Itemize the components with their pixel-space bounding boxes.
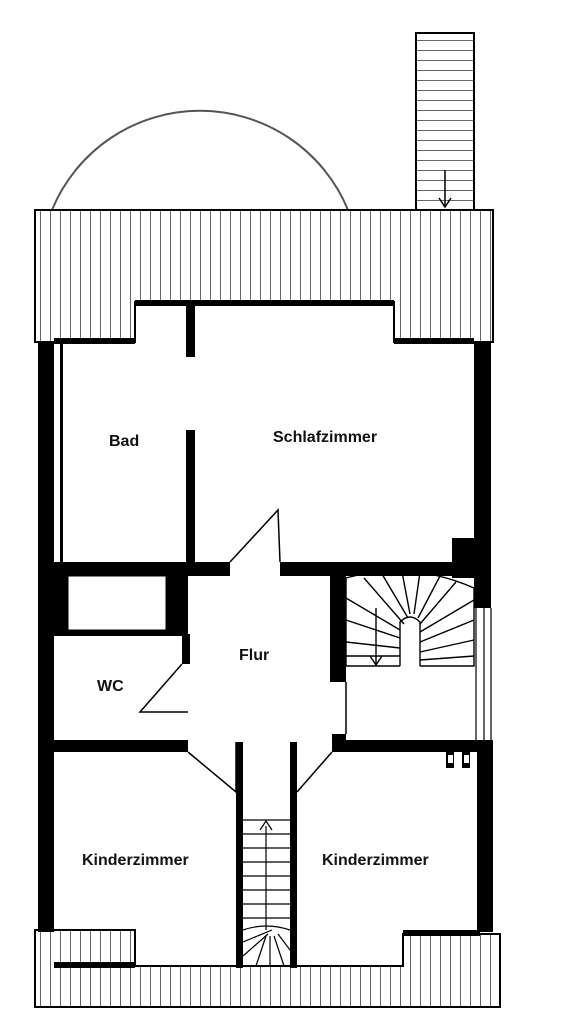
outer-walls	[38, 300, 493, 968]
arrow-down-icon	[438, 197, 452, 209]
label-bad: Bad	[109, 433, 139, 450]
roof-bottom	[34, 929, 501, 1008]
outdoor-stair	[415, 32, 475, 211]
window-right	[475, 608, 492, 740]
balcony-arc	[51, 109, 349, 211]
roof-top	[34, 209, 494, 343]
flur-openings	[138, 508, 347, 794]
label-wc: WC	[97, 678, 124, 695]
spiral-stair	[345, 570, 475, 667]
label-flur: Flur	[239, 647, 269, 664]
arrow-up-icon	[259, 819, 273, 831]
lower-stair	[242, 819, 291, 967]
label-kinderzimmer-right: Kinderzimmer	[322, 852, 429, 869]
interior-walls	[54, 305, 480, 968]
label-kinderzimmer-left: Kinderzimmer	[82, 852, 189, 869]
closet	[67, 575, 167, 631]
arrow-down-icon	[369, 655, 383, 667]
label-schlafzimmer: Schlafzimmer	[273, 429, 377, 446]
